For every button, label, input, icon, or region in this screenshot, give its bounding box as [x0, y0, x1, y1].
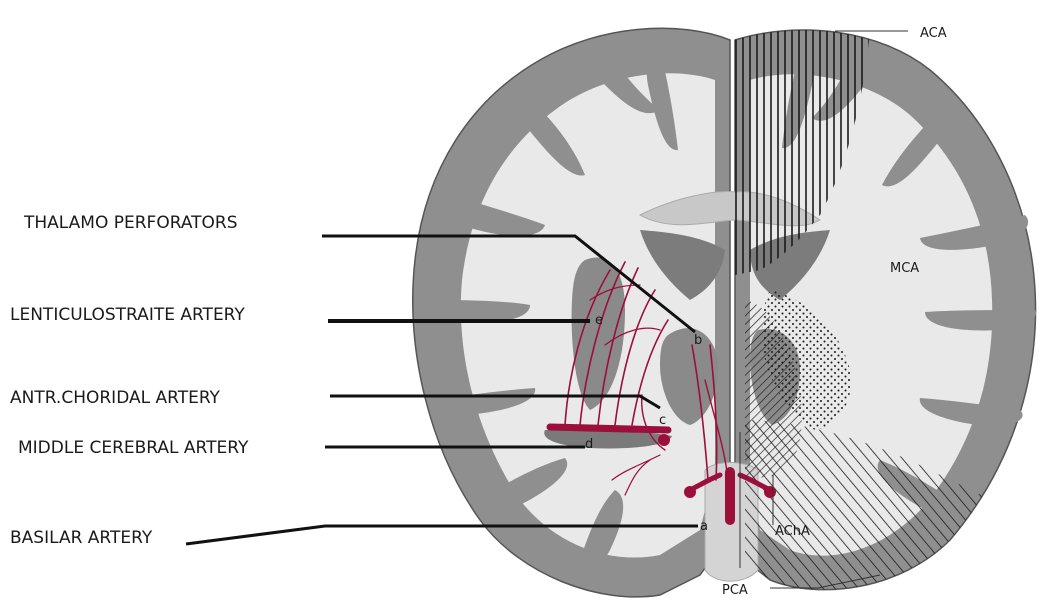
label-aca: ACA: [920, 26, 947, 41]
point-a: a: [700, 519, 708, 534]
label-middle-cerebral-artery: MIDDLE CEREBRAL ARTERY: [18, 438, 249, 458]
label-mca: MCA: [890, 261, 919, 276]
label-acha: AChA: [775, 524, 810, 539]
right-pca-origin: [764, 486, 776, 498]
anterior-choroidal-origin: [658, 434, 670, 446]
label-basilar-artery: BASILAR ARTERY: [10, 528, 153, 548]
middle-cerebral-artery-trunk: [550, 427, 668, 430]
label-pca: PCA: [722, 583, 748, 598]
label-lenticulostraite-artery: LENTICULOSTRAITE ARTERY: [10, 305, 245, 325]
label-antr-choridal-artery: ANTR.CHORIDAL ARTERY: [10, 388, 221, 408]
label-thalamo-perforators: THALAMO PERFORATORS: [23, 213, 238, 233]
left-pca-origin: [684, 486, 696, 498]
point-b: b: [694, 333, 702, 348]
point-c: c: [659, 413, 666, 428]
point-d: d: [585, 437, 593, 452]
point-e: e: [595, 313, 603, 328]
